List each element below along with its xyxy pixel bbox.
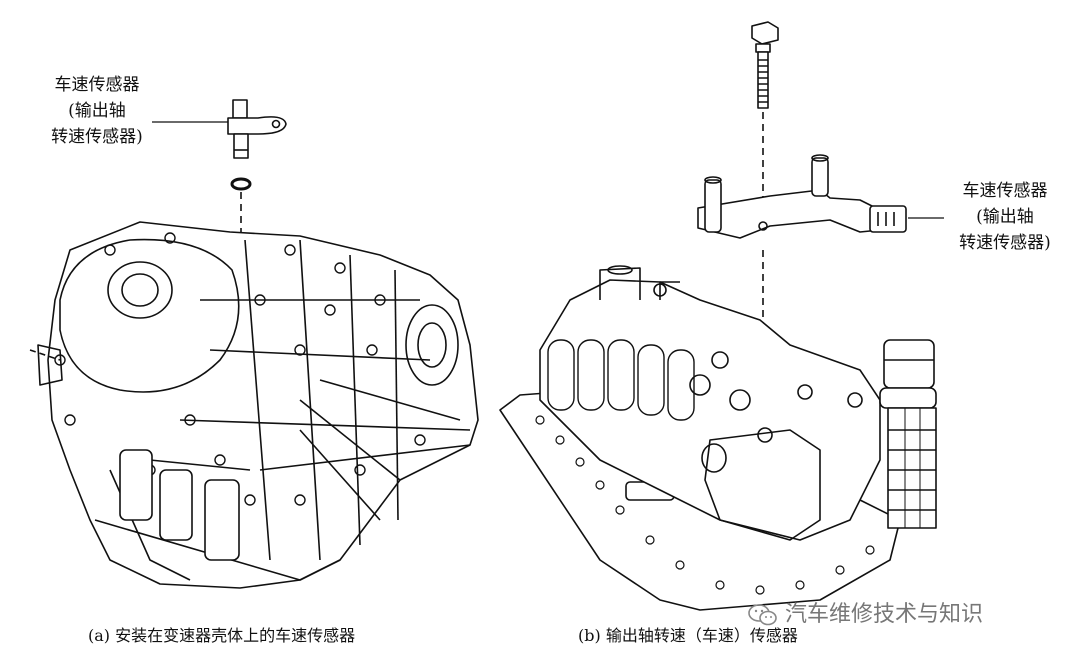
transmission-housing: [29, 221, 479, 589]
wechat-icon: [748, 604, 777, 626]
left-speed-sensor: [227, 99, 287, 159]
caption-a: (a) 安装在变速器壳体上的车速传感器: [88, 626, 356, 645]
watermark-text: 汽车维修技术与知识: [785, 602, 984, 627]
mounting-bolt: [751, 21, 779, 109]
label-line: 转速传感器): [959, 233, 1051, 253]
label-line: (输出轴: [68, 101, 126, 121]
watermark: 汽车维修技术与知识: [748, 596, 983, 628]
right-sensor-label: 车速传感器 (输出轴 转速传感器): [945, 178, 1065, 256]
caption-b: (b) 输出轴转速（车速）传感器: [578, 626, 798, 645]
o-ring: [230, 177, 252, 191]
label-line: 车速传感器: [962, 181, 1048, 201]
label-line: 车速传感器: [54, 75, 140, 95]
label-line: (输出轴: [976, 207, 1034, 227]
label-line: 转速传感器): [51, 127, 143, 147]
valve-body: [499, 265, 937, 611]
left-sensor-label: 车速传感器 (输出轴 转速传感器): [42, 72, 152, 150]
right-speed-sensor: [697, 154, 907, 239]
